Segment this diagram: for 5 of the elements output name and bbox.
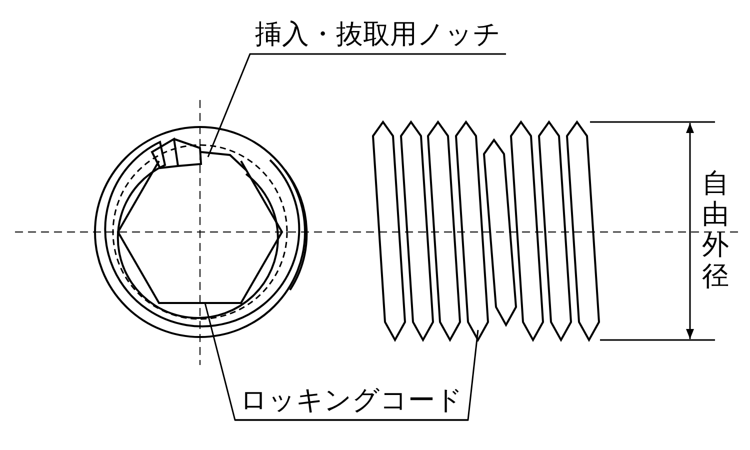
callout-label: 挿入・抜取用ノッチ — [255, 18, 501, 50]
callout-label: ロッキングコード — [240, 384, 463, 416]
dimension-label: 自由外径 — [702, 168, 730, 292]
leader-line — [207, 53, 506, 158]
leader-line — [235, 330, 479, 421]
